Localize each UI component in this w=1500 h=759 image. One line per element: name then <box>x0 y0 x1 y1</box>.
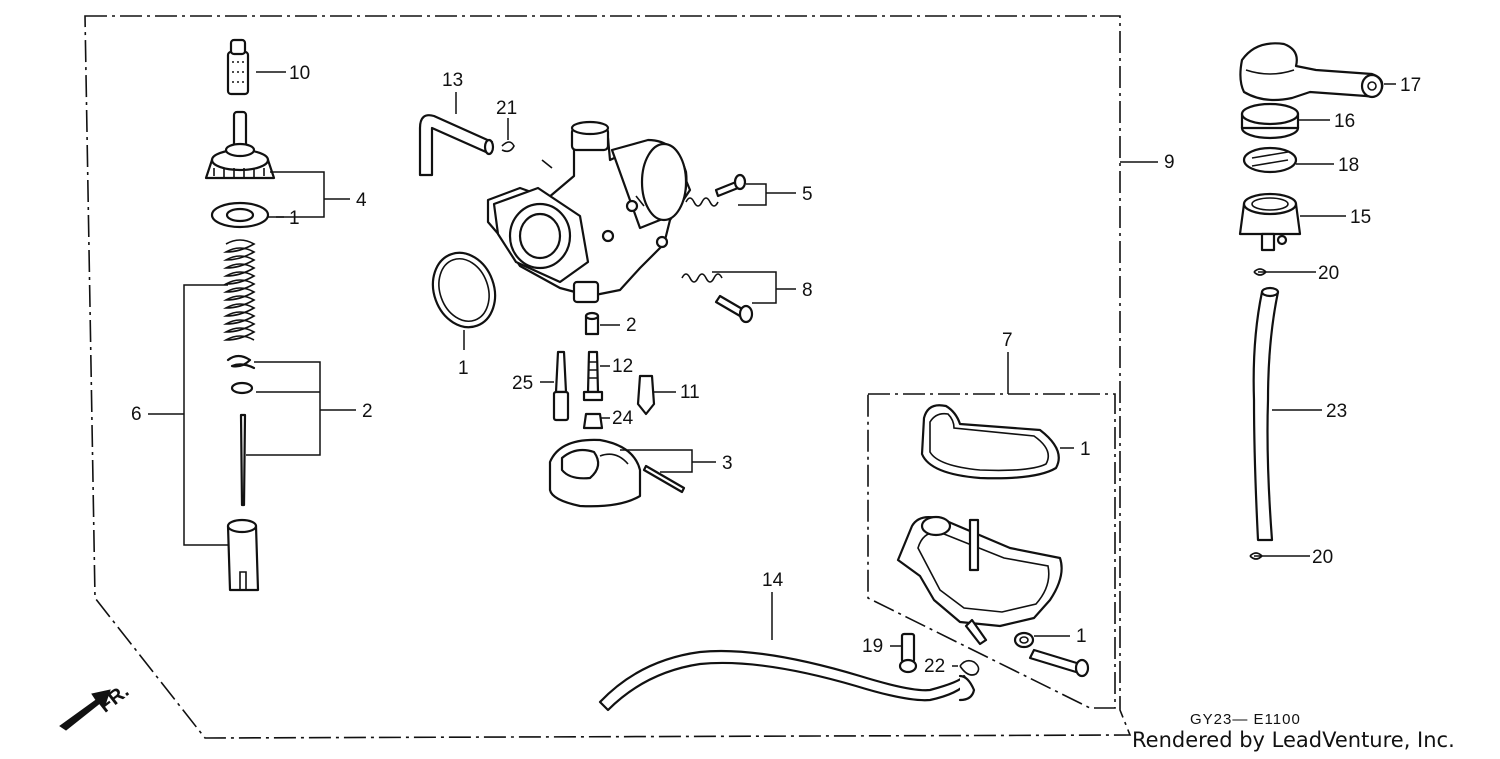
callout-label: 24 <box>612 408 634 429</box>
callout-label: 7 <box>1002 330 1013 351</box>
clip-20-top[interactable] <box>1253 268 1268 276</box>
assembly-frame <box>84 15 1132 739</box>
clip-22[interactable] <box>959 659 980 676</box>
callout-label: 19 <box>862 636 883 657</box>
jet-needle[interactable] <box>239 413 247 507</box>
clip-20-bottom[interactable] <box>1249 552 1264 560</box>
callout-label: 1 <box>458 358 469 379</box>
o-ring-1[interactable] <box>423 244 505 336</box>
filter-16[interactable] <box>1240 102 1300 140</box>
callout-label: 10 <box>289 63 310 84</box>
callout-label: 20 <box>1312 547 1333 568</box>
callout-label: 6 <box>131 404 142 425</box>
callout-label: 3 <box>722 453 733 474</box>
callout-label: 22 <box>924 656 945 677</box>
float-chamber-frame <box>867 393 1116 709</box>
front-direction-label: FR. <box>94 680 133 717</box>
fuel-tube-23[interactable] <box>1252 286 1280 542</box>
callout-label: 20 <box>1318 263 1339 284</box>
needle-jet-holder-24[interactable] <box>582 412 604 430</box>
throttle-valve[interactable] <box>226 518 260 592</box>
drain-screw[interactable] <box>1028 648 1090 678</box>
float-3[interactable] <box>548 438 686 508</box>
callout-label: 12 <box>612 356 633 377</box>
float-chamber-body[interactable] <box>896 515 1063 646</box>
callout-label: 21 <box>496 98 517 119</box>
carburetor-body[interactable] <box>486 120 692 304</box>
clip-21[interactable] <box>501 141 515 153</box>
callout-label: 8 <box>802 280 813 301</box>
front-direction-arrow-icon <box>59 689 111 731</box>
callout-label: 4 <box>356 190 367 211</box>
washer-1[interactable] <box>210 201 270 229</box>
callout-label: 25 <box>512 373 533 394</box>
callout-label: 2 <box>626 315 637 336</box>
callout-label: 11 <box>680 382 700 403</box>
callout-label: 2 <box>362 401 373 422</box>
float-chamber-gasket-1[interactable] <box>920 404 1060 480</box>
callout-label: 13 <box>442 70 463 91</box>
float-chamber-screw-19[interactable] <box>898 632 918 674</box>
throttle-cap-boot[interactable] <box>226 38 250 96</box>
needle-retainer[interactable] <box>226 354 256 395</box>
render-credit: Rendered by LeadVenture, Inc. <box>1132 728 1455 752</box>
callout-label: 1 <box>1080 439 1091 460</box>
mixing-chamber-top[interactable] <box>204 110 276 180</box>
throttle-stop-screw-set-8[interactable] <box>681 273 754 324</box>
callout-label: 14 <box>762 570 784 591</box>
callout-label: 1 <box>289 208 300 229</box>
cap-with-tube-17[interactable] <box>1239 42 1384 102</box>
callout-label: 18 <box>1338 155 1359 176</box>
callout-label: 16 <box>1334 111 1355 132</box>
callout-label: 9 <box>1164 152 1175 173</box>
callout-label: 15 <box>1350 207 1371 228</box>
diagram-code: GY23— E1100 <box>1190 711 1301 728</box>
pilot-screw-set-5[interactable] <box>685 173 747 207</box>
drain-tube-14[interactable] <box>598 649 976 712</box>
main-jet-2[interactable] <box>584 311 600 336</box>
float-valve-11[interactable] <box>636 374 656 416</box>
fuel-valve-body-15[interactable] <box>1238 192 1302 252</box>
drain-screw-washer-1[interactable] <box>1013 631 1035 649</box>
callout-label: 17 <box>1400 75 1421 96</box>
callout-label: 5 <box>802 184 813 205</box>
packing-18[interactable] <box>1242 146 1298 174</box>
callout-labels: 10 4 1 6 2 13 21 5 8 1 2 12 25 11 24 3 9… <box>131 63 1421 677</box>
callout-label: 23 <box>1326 401 1347 422</box>
needle-jet-12[interactable] <box>582 350 604 402</box>
throttle-spring[interactable] <box>222 239 256 341</box>
fuel-hose-13[interactable] <box>418 114 495 177</box>
callout-label: 1 <box>1076 626 1087 647</box>
slow-jet-25[interactable] <box>552 350 570 422</box>
